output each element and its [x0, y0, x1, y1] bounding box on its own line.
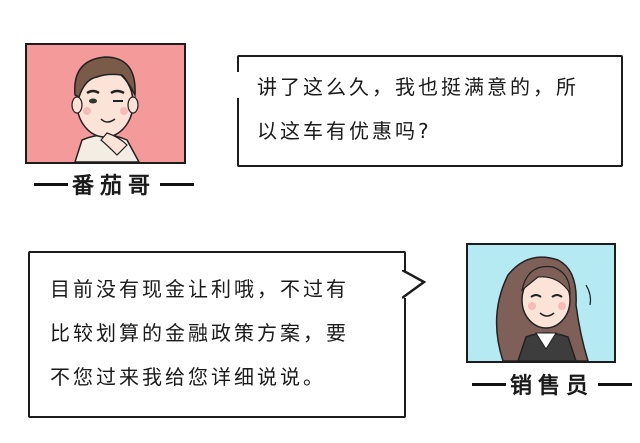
character-portrait-salesperson: [466, 243, 616, 363]
man-avatar-icon: [71, 56, 140, 162]
character-name: 番茄哥: [72, 173, 157, 199]
character-portrait-fanqiege: [25, 43, 186, 164]
speech-line: 以这车有优惠吗?: [257, 119, 432, 143]
label-dash-left: [34, 182, 68, 186]
character-label-salesperson: 销售员: [468, 368, 636, 400]
character-label-fanqiege: 番茄哥: [30, 168, 198, 200]
label-dash-right: [598, 382, 633, 386]
speech-line: 讲了这么久，我也挺满意的，所: [257, 75, 579, 99]
speech-bubble-fanqiege: 讲了这么久，我也挺满意的，所 以这车有优惠吗?: [237, 55, 623, 167]
woman-avatar-icon: [495, 256, 592, 361]
speech-line: 不您过来我给您详细说说。: [50, 365, 326, 389]
character-name: 销售员: [510, 373, 595, 399]
label-dash-right: [160, 182, 195, 186]
speech-line: 目前没有现金让利哦，不过有: [50, 277, 349, 301]
label-dash-left: [472, 382, 506, 386]
speech-line: 比较划算的金融政策方案，要: [50, 321, 349, 345]
bubble-tail-mask: [236, 72, 242, 98]
speech-bubble-salesperson: 目前没有现金让利哦，不过有 比较划算的金融政策方案，要 不您过来我给您详细说说。: [28, 251, 406, 418]
speech-tail-right-icon: [402, 270, 427, 300]
